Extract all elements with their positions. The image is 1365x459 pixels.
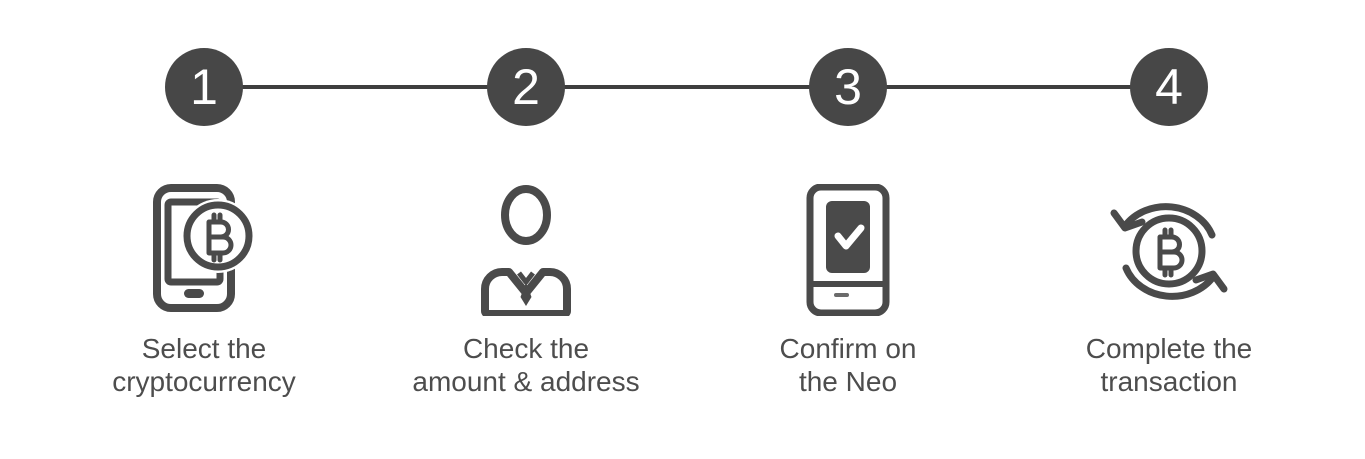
step-2-label: Check the amount & address [412,333,640,397]
phone-bitcoin-icon [149,184,281,316]
step-1-label: Select the cryptocurrency [112,333,296,397]
step-4-label: Complete the transaction [1085,333,1253,397]
step-1: 1 Select the cryptocurrency [34,0,374,459]
step-1-number-badge: 1 [165,48,243,126]
step-3: 3 Confirm on the Neo [678,0,1018,459]
step-connector-line [204,85,1169,89]
step-2-number-badge: 2 [487,48,565,126]
step-4-number-badge: 4 [1130,48,1208,126]
device-checkmark-icon [782,184,914,316]
step-2: 2 Check the amount & address [356,0,696,459]
bitcoin-refresh-icon [1103,184,1235,316]
step-3-number-badge: 3 [809,48,887,126]
step-3-label: Confirm on the Neo [779,333,917,397]
step-4: 4 Complete the transaction [999,0,1339,459]
person-tie-icon [460,184,592,316]
